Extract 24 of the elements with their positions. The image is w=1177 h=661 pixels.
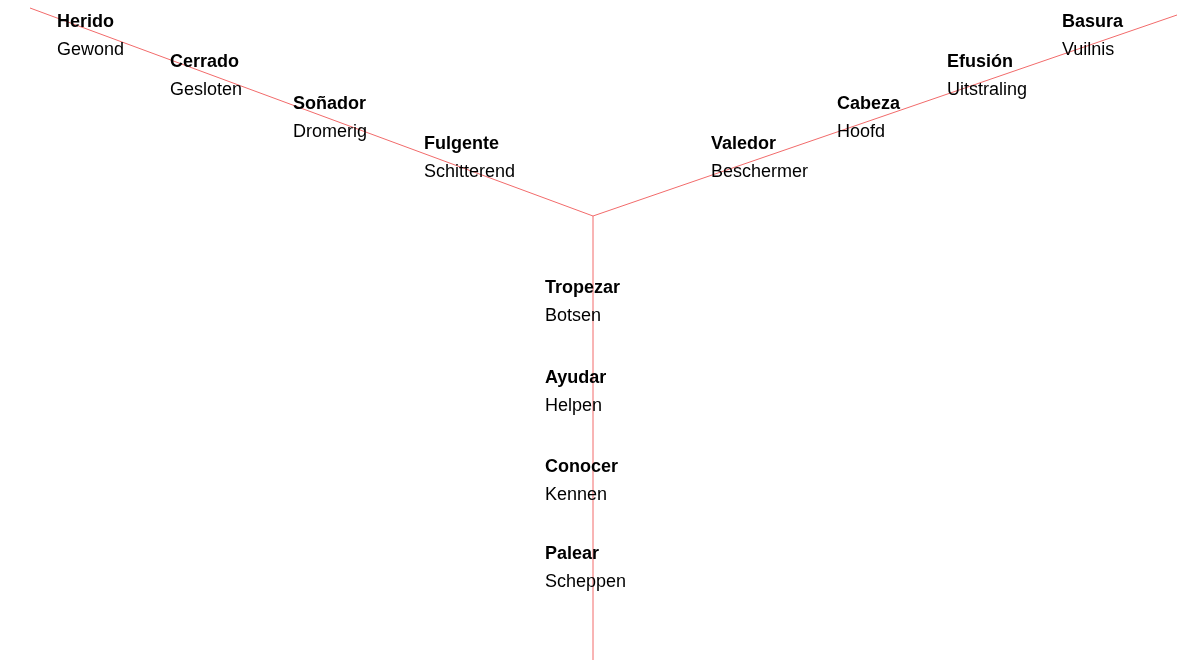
spanish-word: Cabeza bbox=[837, 92, 901, 114]
dutch-translation: Helpen bbox=[545, 394, 603, 416]
spanish-word: Efusión bbox=[947, 50, 1013, 72]
dutch-translation: Beschermer bbox=[711, 160, 809, 182]
spanish-word: Herido bbox=[57, 10, 114, 32]
dutch-translation: Vuilnis bbox=[1062, 38, 1115, 60]
dutch-translation: Gesloten bbox=[170, 78, 243, 100]
spanish-word: Cerrado bbox=[170, 50, 240, 72]
spanish-word: Soñador bbox=[293, 92, 366, 114]
spanish-word: Fulgente bbox=[424, 132, 499, 154]
dutch-translation: Botsen bbox=[545, 304, 602, 326]
dutch-translation: Scheppen bbox=[545, 570, 627, 592]
dutch-translation: Dromerig bbox=[293, 120, 367, 142]
dutch-translation: Uitstraling bbox=[947, 78, 1028, 100]
dutch-translation: Gewond bbox=[57, 38, 125, 60]
dutch-translation: Kennen bbox=[545, 483, 608, 505]
spanish-word: Palear bbox=[545, 542, 600, 564]
dutch-translation: Schitterend bbox=[424, 160, 516, 182]
spanish-word: Basura bbox=[1062, 10, 1124, 32]
spanish-word: Tropezar bbox=[545, 276, 621, 298]
spanish-word: Conocer bbox=[545, 455, 618, 477]
spanish-word: Valedor bbox=[711, 132, 777, 154]
dutch-translation: Hoofd bbox=[837, 120, 886, 142]
spanish-word: Ayudar bbox=[545, 366, 607, 388]
